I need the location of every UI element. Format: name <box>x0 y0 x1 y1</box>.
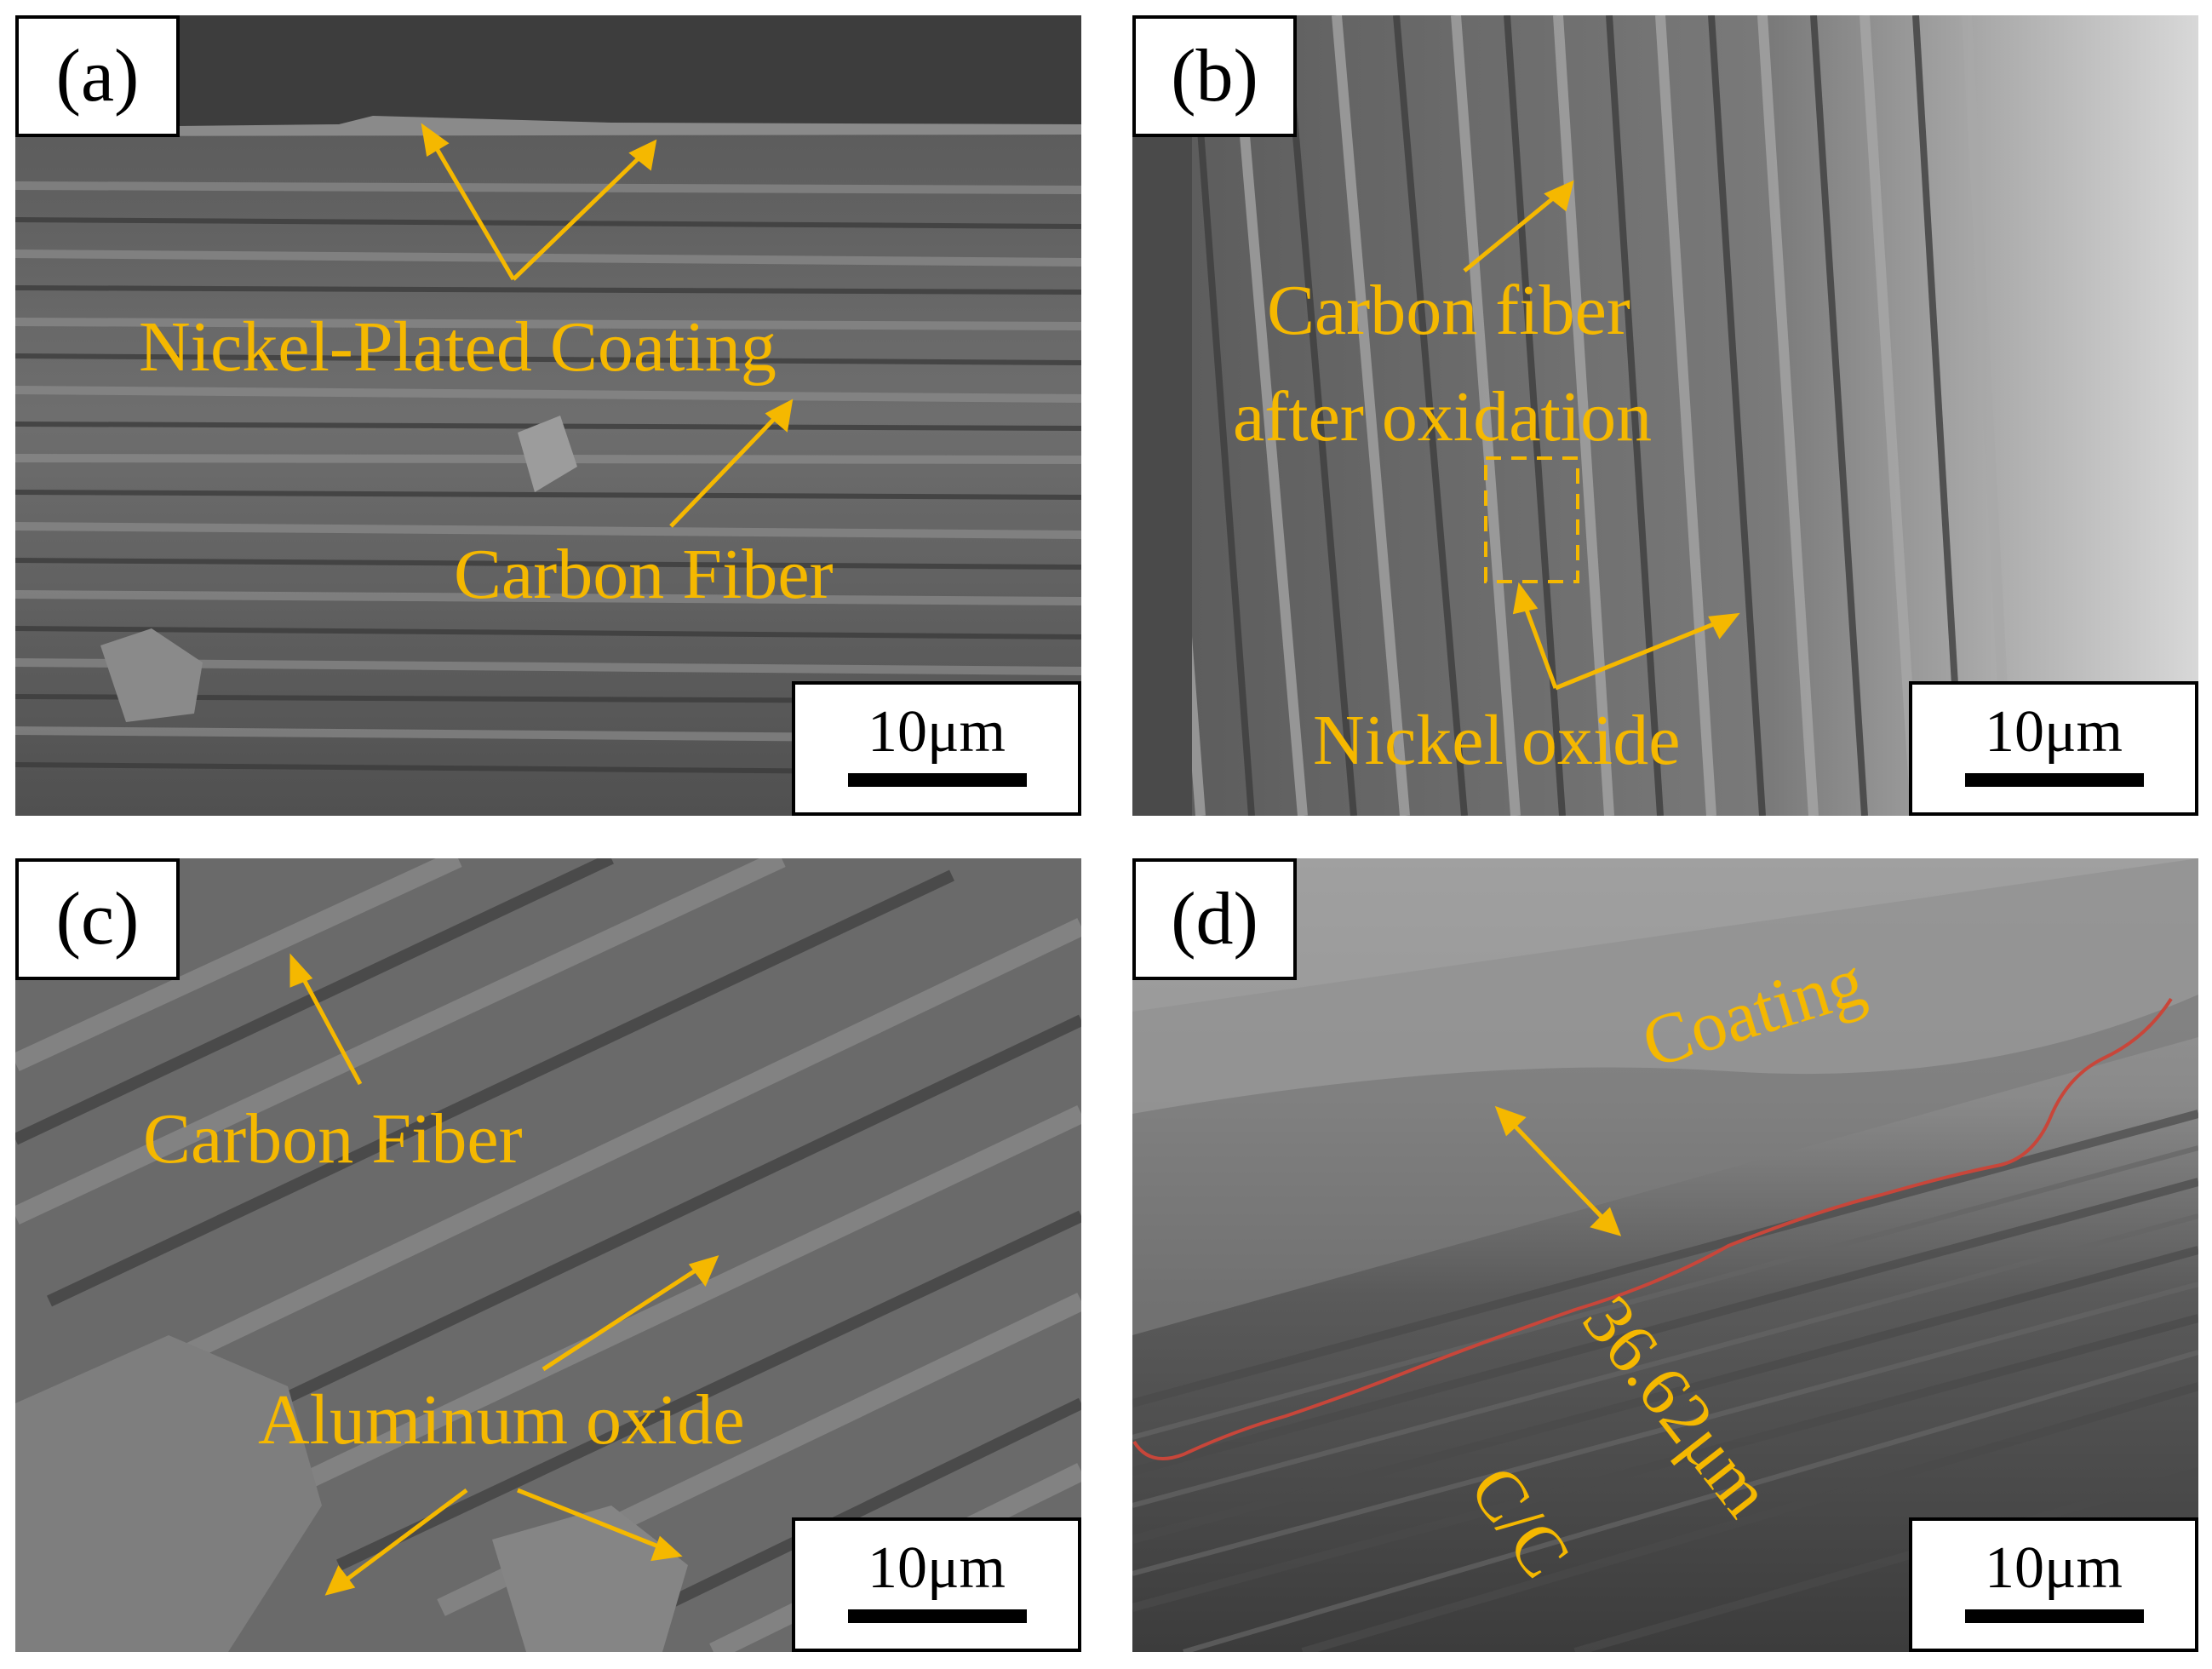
panel-tag-b: (b) <box>1132 15 1297 137</box>
panel-tag-a: (a) <box>15 15 180 137</box>
sem-panel-a: Nickel-Plated Coating Carbon Fiber (a) 1… <box>15 15 1081 816</box>
scale-bar-line-d <box>1965 1609 2144 1623</box>
sem-panel-c: Carbon Fiber Aluminum oxide (c) 10μm <box>15 858 1081 1652</box>
label-carbon-fiber-oxidized-1: Carbon fiber <box>1267 271 1630 350</box>
panel-tag-c: (c) <box>15 858 180 980</box>
scale-bar-line-c <box>848 1609 1027 1623</box>
scale-bar-line-b <box>1965 773 2144 787</box>
panel-tag-d: (d) <box>1132 858 1297 980</box>
scale-bar-d: 10μm <box>1909 1517 2198 1652</box>
label-carbon-fiber-a: Carbon Fiber <box>454 535 834 614</box>
label-nickel-oxide: Nickel oxide <box>1313 701 1681 780</box>
scale-bar-label-d: 10μm <box>1985 1535 2123 1601</box>
scale-bar-line-a <box>848 773 1027 787</box>
scale-bar-a: 10μm <box>792 681 1081 816</box>
label-carbon-fiber-oxidized-2: after oxidation <box>1233 377 1653 456</box>
label-carbon-fiber-c: Carbon Fiber <box>143 1099 523 1179</box>
scale-bar-b: 10μm <box>1909 681 2198 816</box>
label-nickel-plated-coating: Nickel-Plated Coating <box>139 307 776 387</box>
scale-bar-label-b: 10μm <box>1985 699 2123 765</box>
sem-image-a <box>15 15 1081 816</box>
sem-panel-d: Coating 36.62μm C/C (d) 10μm <box>1132 858 2198 1652</box>
sem-panel-b: Carbon fiber after oxidation Nickel oxid… <box>1132 15 2198 816</box>
label-aluminum-oxide: Aluminum oxide <box>258 1380 745 1460</box>
scale-bar-label-a: 10μm <box>868 699 1006 765</box>
scale-bar-label-c: 10μm <box>868 1535 1006 1601</box>
scale-bar-c: 10μm <box>792 1517 1081 1652</box>
